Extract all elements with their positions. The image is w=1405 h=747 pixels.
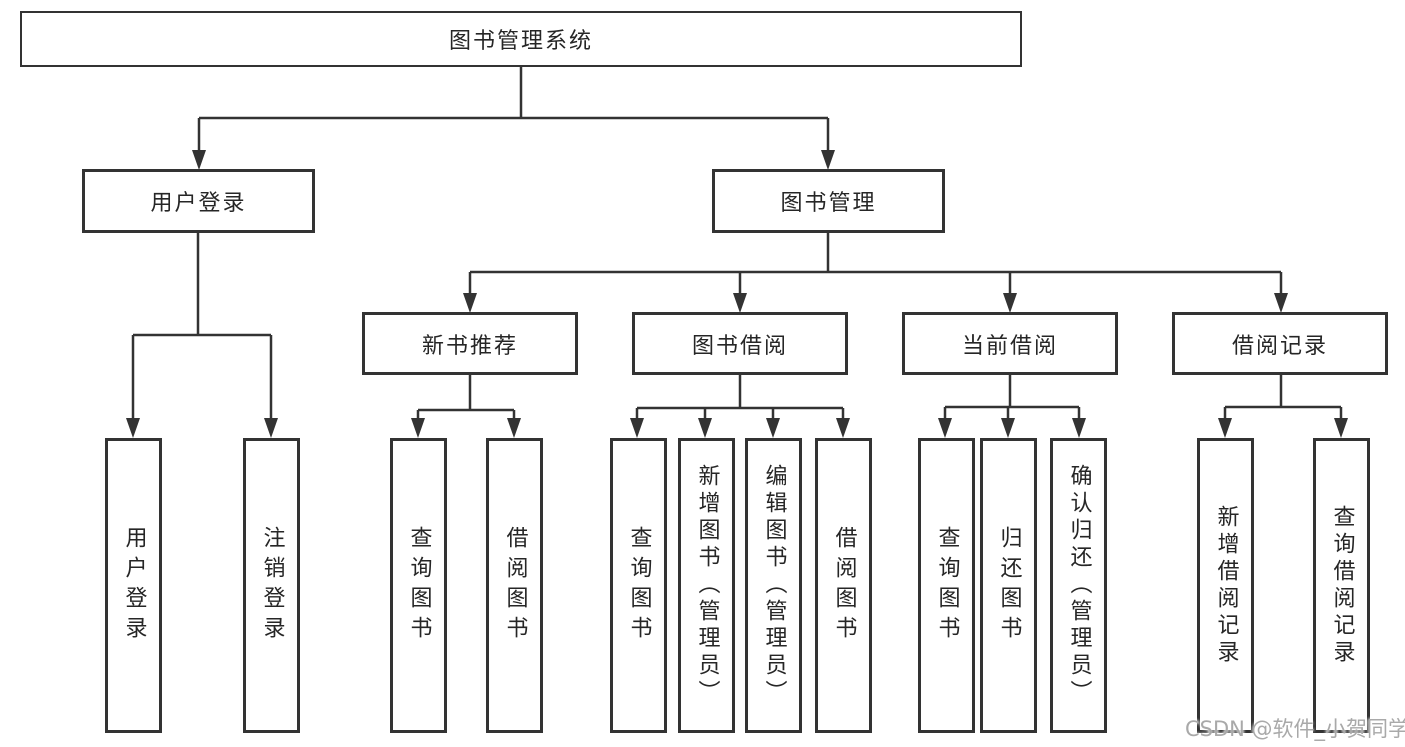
node-current-borrow: 当前借阅 xyxy=(902,312,1118,375)
node-root-system: 图书管理系统 xyxy=(20,11,1022,67)
leaf-query-borrow-record: 查询借阅记录 xyxy=(1313,438,1370,733)
node-root-label: 图书管理系统 xyxy=(448,29,593,54)
node-borrow-records: 借阅记录 xyxy=(1172,312,1388,375)
leaf-query-books-1: 查询图书 xyxy=(390,438,447,733)
leaf-query-books-3: 查询图书 xyxy=(918,438,975,733)
leaf-query-books-2-label: 查询图书 xyxy=(626,525,652,646)
leaf-user-login: 用户登录 xyxy=(105,438,162,733)
leaf-add-borrow-record: 新增借阅记录 xyxy=(1197,438,1254,733)
leaf-user-login-label: 用户登录 xyxy=(121,525,147,646)
leaf-add-borrow-record-label: 新增借阅记录 xyxy=(1213,504,1239,667)
leaf-add-books-admin-label: 新增图书（管理员） xyxy=(694,464,720,707)
leaf-borrow-books-2: 借阅图书 xyxy=(815,438,872,733)
node-new-books: 新书推荐 xyxy=(362,312,578,375)
leaf-return-books: 归还图书 xyxy=(980,438,1037,733)
node-book-mgmt: 图书管理 xyxy=(712,169,945,233)
leaf-add-books-admin: 新增图书（管理员） xyxy=(678,438,735,733)
leaf-borrow-books-2-label: 借阅图书 xyxy=(831,525,857,646)
leaf-borrow-books-1: 借阅图书 xyxy=(486,438,543,733)
leaf-edit-books-admin-label: 编辑图书（管理员） xyxy=(761,464,787,707)
node-book-mgmt-label: 图书管理 xyxy=(780,191,877,216)
node-new-books-label: 新书推荐 xyxy=(421,333,518,359)
leaf-borrow-books-1-label: 借阅图书 xyxy=(502,525,528,646)
arrowhead-group xyxy=(126,150,1348,438)
leaf-query-borrow-record-label: 查询借阅记录 xyxy=(1329,504,1355,667)
leaf-return-books-label: 归还图书 xyxy=(996,525,1022,646)
node-user-login: 用户登录 xyxy=(82,169,315,233)
leaf-confirm-return-admin: 确认归还（管理员） xyxy=(1050,438,1107,733)
leaf-confirm-return-admin-label: 确认归还（管理员） xyxy=(1066,464,1092,707)
node-current-borrow-label: 当前借阅 xyxy=(961,333,1058,359)
csdn-watermark: CSDN @软件_小贺同学 xyxy=(1185,717,1405,741)
leaf-query-books-3-label: 查询图书 xyxy=(934,525,960,646)
leaf-query-books-2: 查询图书 xyxy=(610,438,667,733)
leaf-edit-books-admin: 编辑图书（管理员） xyxy=(745,438,802,733)
leaf-logout: 注销登录 xyxy=(243,438,300,733)
node-borrow-records-label: 借阅记录 xyxy=(1231,333,1328,359)
node-user-login-label: 用户登录 xyxy=(150,191,247,216)
leaf-query-books-1-label: 查询图书 xyxy=(406,525,432,646)
leaf-logout-label: 注销登录 xyxy=(259,525,285,646)
node-book-borrow: 图书借阅 xyxy=(632,312,848,375)
node-book-borrow-label: 图书借阅 xyxy=(691,333,788,359)
